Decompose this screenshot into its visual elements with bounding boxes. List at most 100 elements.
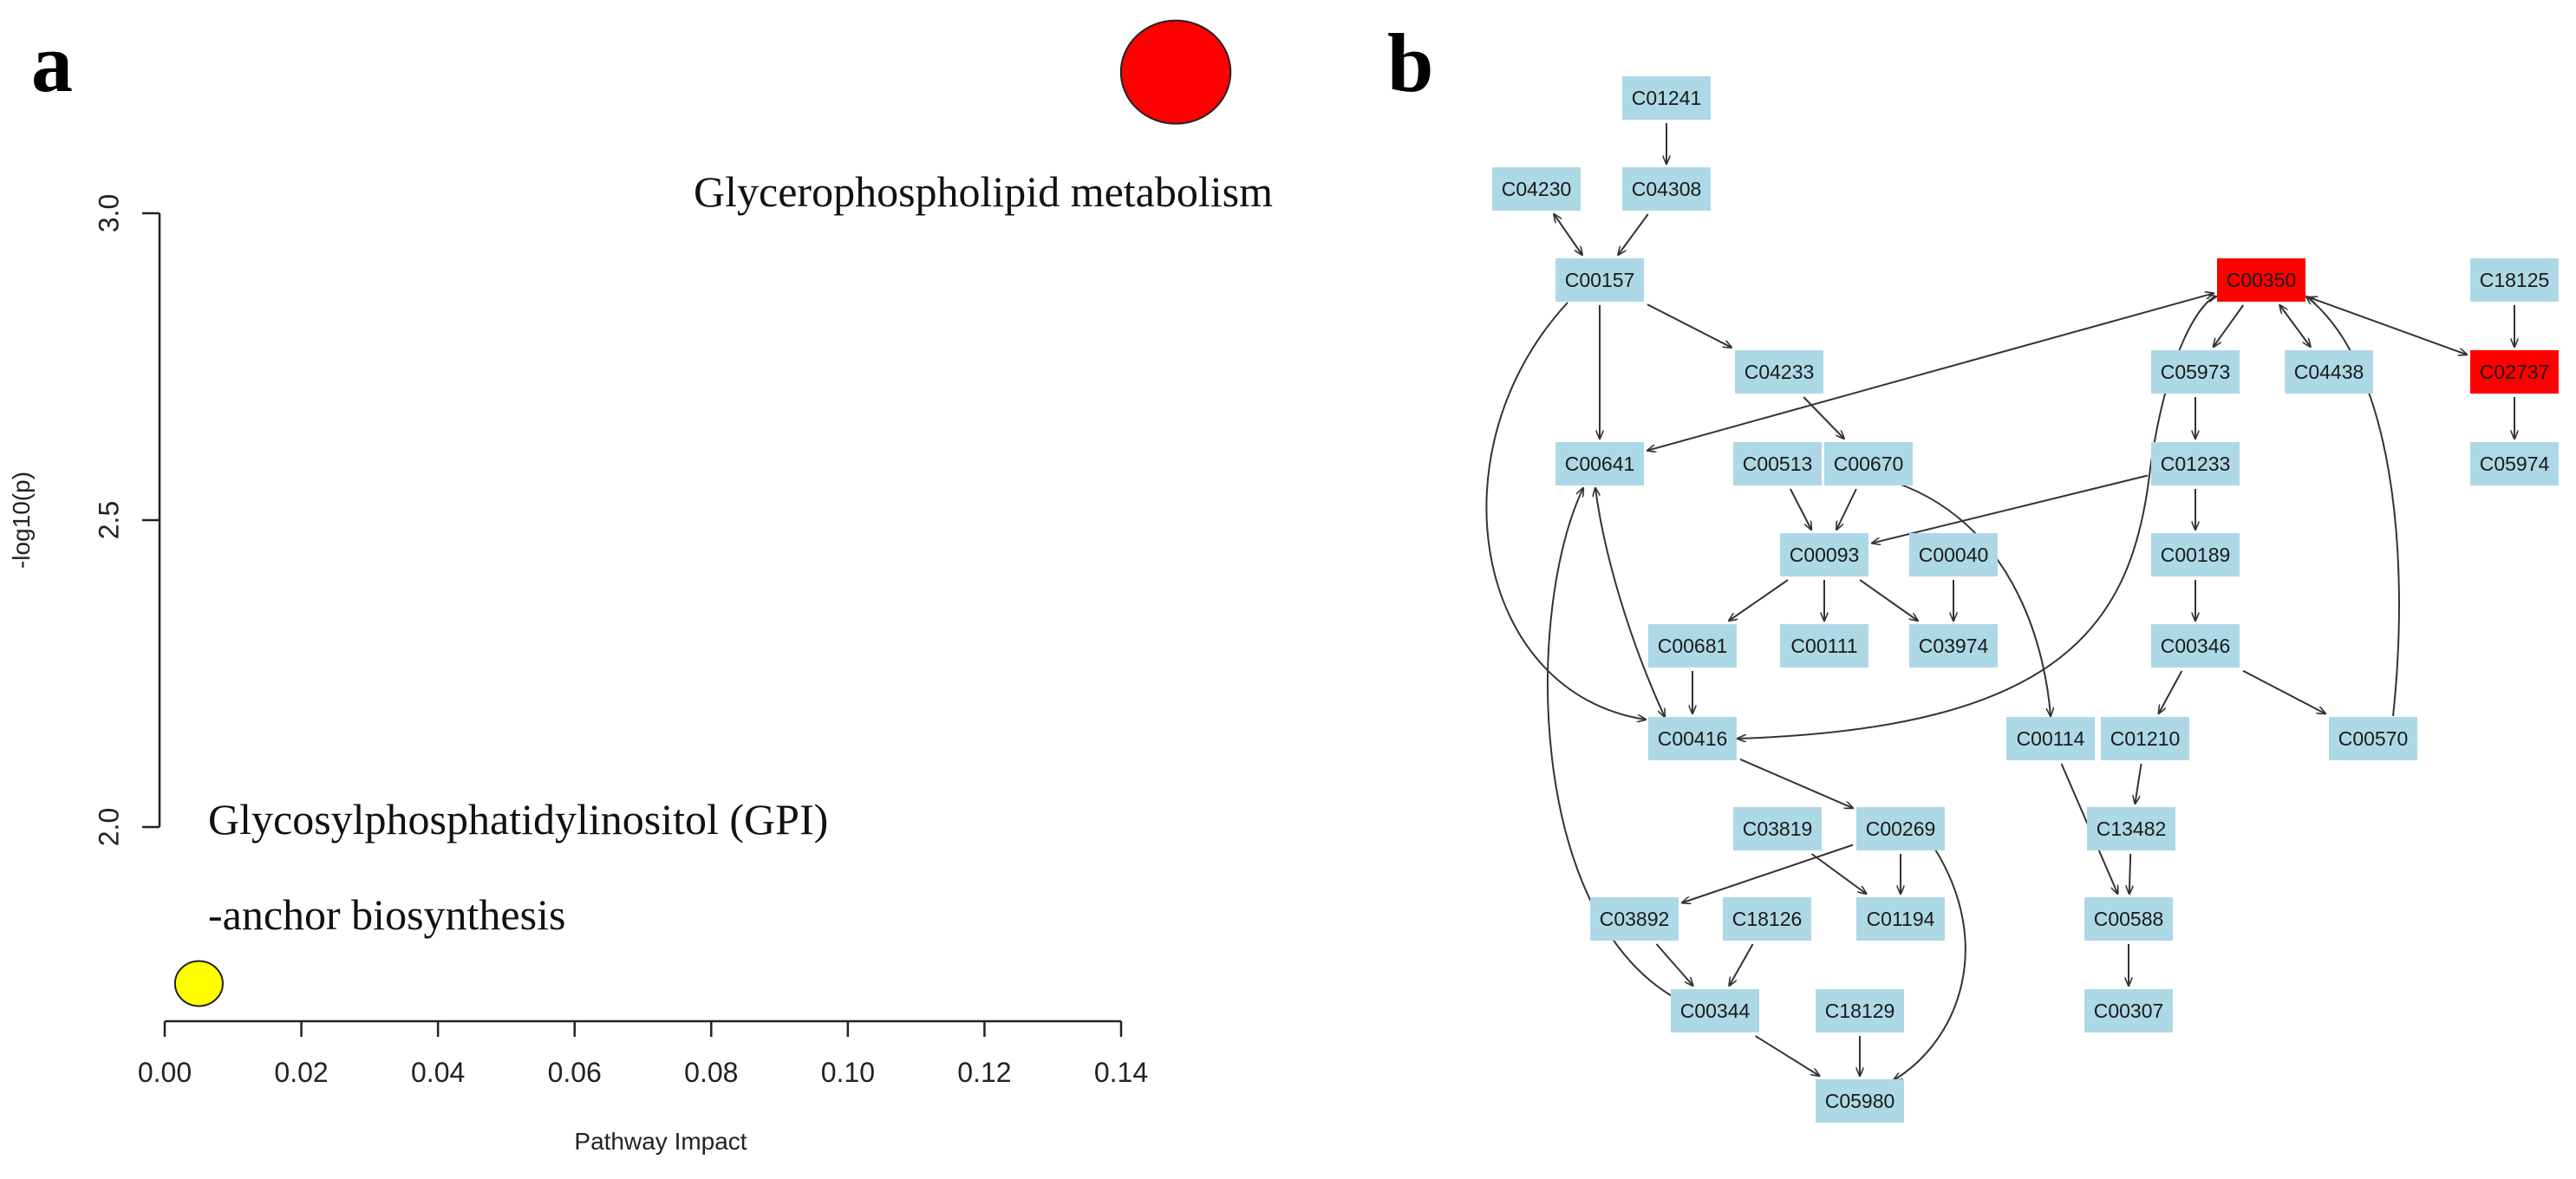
network-node: C00111 <box>1780 624 1868 668</box>
y-tick-label: 2.0 <box>93 808 124 846</box>
network-node: C00346 <box>2151 624 2240 668</box>
network-edge <box>1729 579 1789 621</box>
network-node: C18126 <box>1723 897 1811 941</box>
network-node: C00350 <box>2217 258 2305 302</box>
network-edge <box>1485 302 1646 720</box>
network-node: C00570 <box>2329 717 2417 760</box>
network-edge <box>1811 853 1867 894</box>
point-annotation: -anchor biosynthesis <box>208 890 565 939</box>
node-box <box>2084 897 2173 941</box>
node-box <box>2101 717 2189 760</box>
node-label: C18129 <box>1825 1000 1895 1022</box>
network-edge <box>1655 943 1692 986</box>
panel-b-label: b <box>1387 16 1433 109</box>
network-node: C00641 <box>1555 442 1644 485</box>
point-annotation: Glycerophospholipid metabolism <box>694 167 1273 216</box>
node-box <box>1555 442 1644 485</box>
node-label: C00157 <box>1565 269 1635 291</box>
node-box <box>2084 989 2173 1032</box>
network-edge <box>1647 303 1731 348</box>
node-label: C00344 <box>1680 1000 1751 1022</box>
network-edge <box>1739 758 1853 808</box>
node-box <box>2470 350 2559 394</box>
point-annotations: Glycerophospholipid metabolismGlycosylph… <box>208 167 1273 939</box>
node-label: C00641 <box>1565 453 1635 475</box>
node-label: C03892 <box>1600 908 1670 930</box>
network-node: C02737 <box>2470 350 2559 394</box>
network-edge <box>1554 214 1582 255</box>
network-node: C04233 <box>1735 350 1823 394</box>
network-edge <box>1894 849 1966 1080</box>
node-label: C05974 <box>2480 453 2550 475</box>
x-tick-label: 0.10 <box>821 1057 875 1088</box>
node-label: C00269 <box>1866 817 1936 840</box>
scatter-point <box>1119 19 1232 125</box>
network-node: C01241 <box>1622 76 1711 120</box>
network-edge <box>2135 763 2142 804</box>
node-label: C04308 <box>1632 178 1702 200</box>
y-axis-title: -log10(p) <box>8 472 35 569</box>
network-edges <box>1485 123 2514 1080</box>
network-node: C04308 <box>1622 167 1711 211</box>
network-node: C00670 <box>1824 442 1913 485</box>
network-node: C00681 <box>1648 624 1737 668</box>
network-node: C00269 <box>1856 807 1945 850</box>
x-tick-label: 0.02 <box>274 1057 328 1088</box>
node-label: C04230 <box>1502 178 1572 200</box>
node-label: C05980 <box>1825 1090 1895 1112</box>
network-node: C03892 <box>1590 897 1679 941</box>
point-annotation: Glycosylphosphatidylinositol (GPI) <box>208 795 828 844</box>
y-ticks: 2.02.53.0 <box>93 194 160 846</box>
node-label: C00350 <box>2227 269 2297 291</box>
network-edge <box>1547 488 1674 998</box>
x-tick-label: 0.06 <box>548 1057 602 1088</box>
node-box <box>1824 442 1913 485</box>
node-label: C00570 <box>2338 727 2409 750</box>
network-edge <box>2279 305 2310 347</box>
node-box <box>2470 258 2559 302</box>
node-label: C04233 <box>1745 361 1815 383</box>
node-label: C00040 <box>1919 544 1989 566</box>
network-node: C00093 <box>1780 533 1868 576</box>
network-node: C18129 <box>1816 989 1904 1032</box>
x-tick-label: 0.08 <box>684 1057 738 1088</box>
network-node: C00040 <box>1909 533 1998 576</box>
network-edge <box>2306 296 2400 717</box>
node-label: C18126 <box>1732 908 1803 930</box>
network-edge <box>1729 943 1754 986</box>
network-edge <box>1595 488 1665 717</box>
network-edge <box>1859 579 1918 621</box>
network-edge <box>1618 213 1649 255</box>
node-label: C00670 <box>1834 453 1904 475</box>
node-box <box>1909 533 1998 576</box>
node-box <box>2151 533 2240 576</box>
node-box <box>1492 167 1581 211</box>
network-node: C05980 <box>1816 1079 1904 1123</box>
node-box <box>1622 167 1711 211</box>
node-label: C02737 <box>2480 361 2550 383</box>
network-node: C00344 <box>1671 989 1759 1032</box>
node-box <box>1733 442 1822 485</box>
network-node: C00157 <box>1555 258 1644 302</box>
node-box <box>1816 989 1904 1032</box>
x-tick-label: 0.04 <box>411 1057 465 1088</box>
node-label: C18125 <box>2480 269 2550 291</box>
network-edge <box>2242 669 2325 714</box>
x-tick-label: 0.14 <box>1094 1057 1148 1088</box>
node-box <box>2285 350 2373 394</box>
node-box <box>1780 624 1868 668</box>
node-label: C05973 <box>2161 361 2231 383</box>
node-label: C03819 <box>1743 817 1813 840</box>
node-label: C13482 <box>2097 817 2167 840</box>
network-node: C13482 <box>2087 807 2175 850</box>
node-box <box>1723 897 1811 941</box>
node-box <box>2151 442 2240 485</box>
node-box <box>2151 350 2240 394</box>
network-edge <box>2309 297 2467 355</box>
network-edge <box>2214 304 2245 347</box>
node-label: C01241 <box>1632 87 1702 109</box>
node-box <box>1622 76 1711 120</box>
